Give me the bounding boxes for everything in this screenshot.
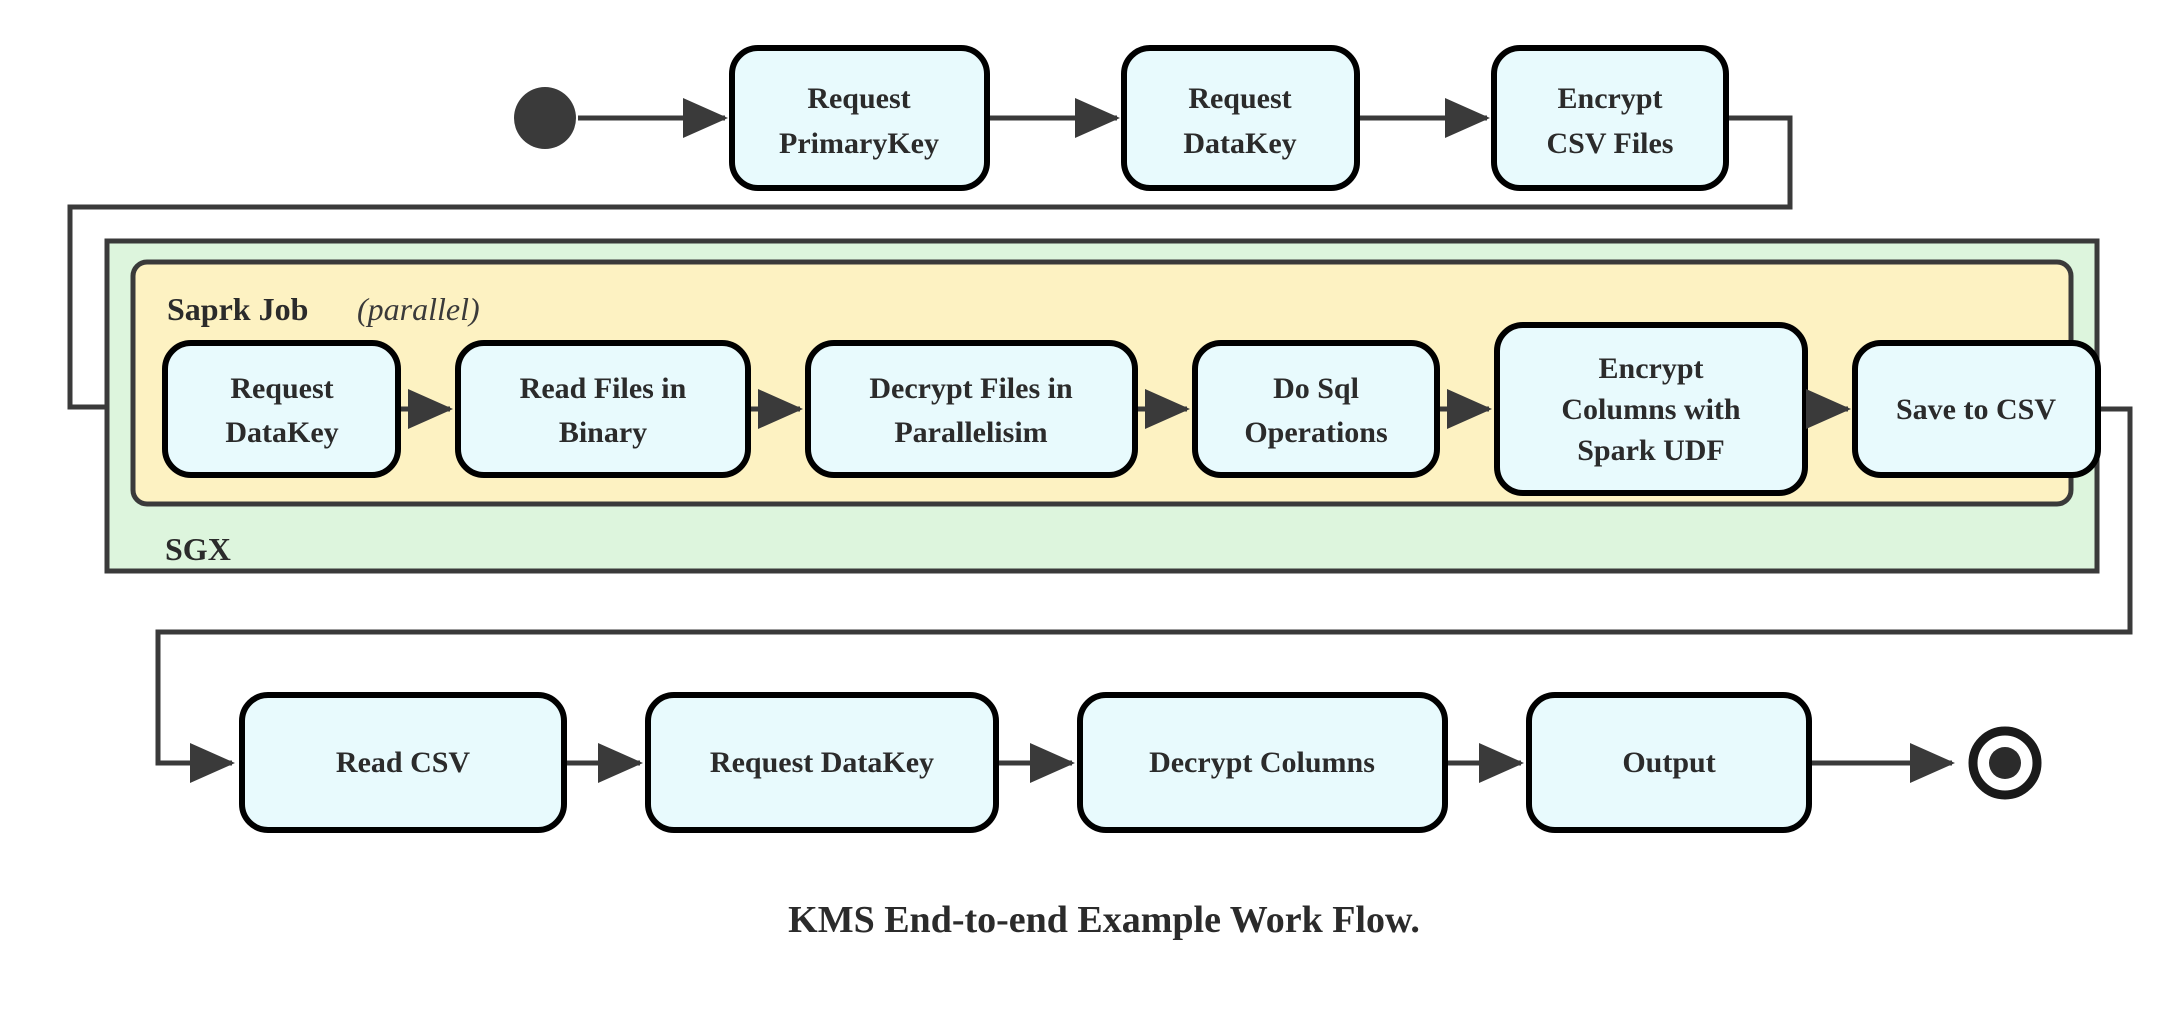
- node-decrypt-files-in-parallelisim-box[interactable]: [805, 340, 1138, 478]
- node-request-datakey-spark-line-1: Request: [230, 372, 333, 405]
- sgx-container-label: SGX: [165, 531, 231, 567]
- node-encrypt-csv-files-box[interactable]: [1491, 45, 1729, 191]
- node-request-primarykey[interactable]: Request PrimaryKey: [729, 45, 990, 191]
- node-request-datakey-spark-box[interactable]: [162, 340, 401, 478]
- node-encrypt-columns-with-spark-udf-box[interactable]: [1494, 322, 1808, 496]
- node-encrypt-columns-line-3: Spark UDF: [1577, 434, 1725, 467]
- node-encrypt-columns-with-spark-udf[interactable]: Encrypt Columns with Spark UDF: [1494, 322, 1808, 496]
- node-request-datakey-bottom-line-1: Request DataKey: [710, 746, 934, 779]
- node-request-datakey-top-line-1: Request: [1188, 82, 1291, 115]
- start-state-icon: [514, 87, 576, 149]
- node-save-to-csv[interactable]: Save to CSV: [1852, 340, 2101, 478]
- node-request-datakey-top-box[interactable]: [1121, 45, 1360, 191]
- node-output[interactable]: Output: [1526, 692, 1812, 833]
- node-request-datakey-top[interactable]: Request DataKey: [1121, 45, 1360, 191]
- node-request-datakey-spark-line-2: DataKey: [225, 416, 338, 449]
- node-encrypt-csv-files[interactable]: Encrypt CSV Files: [1491, 45, 1729, 191]
- node-request-datakey-bottom-box[interactable]: [645, 692, 999, 833]
- node-do-sql-operations-line-1: Do Sql: [1273, 372, 1359, 405]
- node-decrypt-files-in-parallelisim[interactable]: Decrypt Files in Parallelisim: [805, 340, 1138, 478]
- node-do-sql-operations-line-2: Operations: [1244, 416, 1387, 449]
- node-read-csv-box[interactable]: [239, 692, 567, 833]
- node-read-files-in-binary-line-1: Read Files in: [520, 372, 687, 405]
- node-encrypt-columns-line-1: Encrypt: [1599, 352, 1704, 385]
- node-encrypt-columns-line-2: Columns with: [1561, 393, 1741, 426]
- node-read-csv[interactable]: Read CSV: [239, 692, 567, 833]
- diagram-caption: KMS End-to-end Example Work Flow.: [788, 899, 1420, 941]
- spark-job-container-label: Saprk Job: [167, 291, 308, 327]
- edge-save-to-csv-to-read-csv: [155, 406, 2133, 783]
- node-request-datakey-top-line-2: DataKey: [1183, 127, 1296, 160]
- node-request-datakey-bottom[interactable]: Request DataKey: [645, 692, 999, 833]
- node-output-box[interactable]: [1526, 692, 1812, 833]
- row-bottom: Read CSV Request DataKey Decrypt Columns…: [239, 692, 2042, 833]
- row-top: Request PrimaryKey Request DataKey Encry…: [514, 45, 1729, 191]
- node-decrypt-files-line-1: Decrypt Files in: [869, 372, 1073, 405]
- end-state-core: [1989, 747, 2021, 779]
- row-spark: Request DataKey Read Files in Binary Dec…: [162, 322, 2101, 496]
- node-request-primarykey-line-1: Request: [807, 82, 910, 115]
- node-save-to-csv-box[interactable]: [1852, 340, 2101, 478]
- node-encrypt-csv-files-line-1: Encrypt: [1558, 82, 1663, 115]
- node-decrypt-columns[interactable]: Decrypt Columns: [1077, 692, 1448, 833]
- node-do-sql-operations-box[interactable]: [1192, 340, 1440, 478]
- node-request-datakey-spark[interactable]: Request DataKey: [162, 340, 401, 478]
- node-read-files-in-binary[interactable]: Read Files in Binary: [455, 340, 751, 478]
- node-read-files-in-binary-line-2: Binary: [559, 416, 647, 449]
- node-request-primarykey-box[interactable]: [729, 45, 990, 191]
- node-decrypt-columns-line-1: Decrypt Columns: [1149, 746, 1375, 779]
- node-save-to-csv-line-1: Save to CSV: [1896, 393, 2056, 426]
- node-encrypt-csv-files-line-2: CSV Files: [1547, 127, 1674, 160]
- node-do-sql-operations[interactable]: Do Sql Operations: [1192, 340, 1440, 478]
- node-read-files-in-binary-box[interactable]: [455, 340, 751, 478]
- edge-encrypt-csv-to-spark-datakey: [67, 115, 1793, 427]
- spark-job-container-label-suffix: (parallel): [357, 291, 480, 327]
- node-output-line-1: Output: [1622, 746, 1715, 779]
- node-read-csv-line-1: Read CSV: [336, 746, 471, 779]
- end-state-icon: [1968, 726, 2042, 800]
- node-decrypt-columns-box[interactable]: [1077, 692, 1448, 833]
- node-decrypt-files-line-2: Parallelisim: [894, 416, 1047, 449]
- node-request-primarykey-line-2: PrimaryKey: [779, 127, 939, 160]
